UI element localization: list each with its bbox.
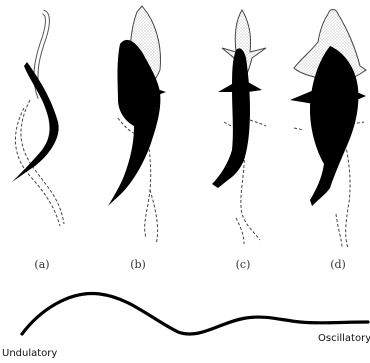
- undulatory-oscillatory-curve: [22, 293, 368, 334]
- undulatory-label: Undulatory: [2, 348, 57, 359]
- tuna-panel: [290, 10, 366, 249]
- panel-label-c: (c): [236, 258, 251, 271]
- eel-dashed-tail: [21, 100, 64, 224]
- panel-label-a: (a): [34, 258, 49, 271]
- oscillatory-label: Oscillatory: [318, 333, 370, 344]
- panel-label-b: (b): [130, 258, 146, 271]
- trout-panel: [108, 6, 166, 244]
- panel-label-d: (d): [330, 258, 346, 271]
- eel-body: [12, 62, 59, 182]
- eel-panel: [12, 12, 64, 226]
- tuna-body: [310, 46, 358, 206]
- shark-panel: [212, 10, 266, 244]
